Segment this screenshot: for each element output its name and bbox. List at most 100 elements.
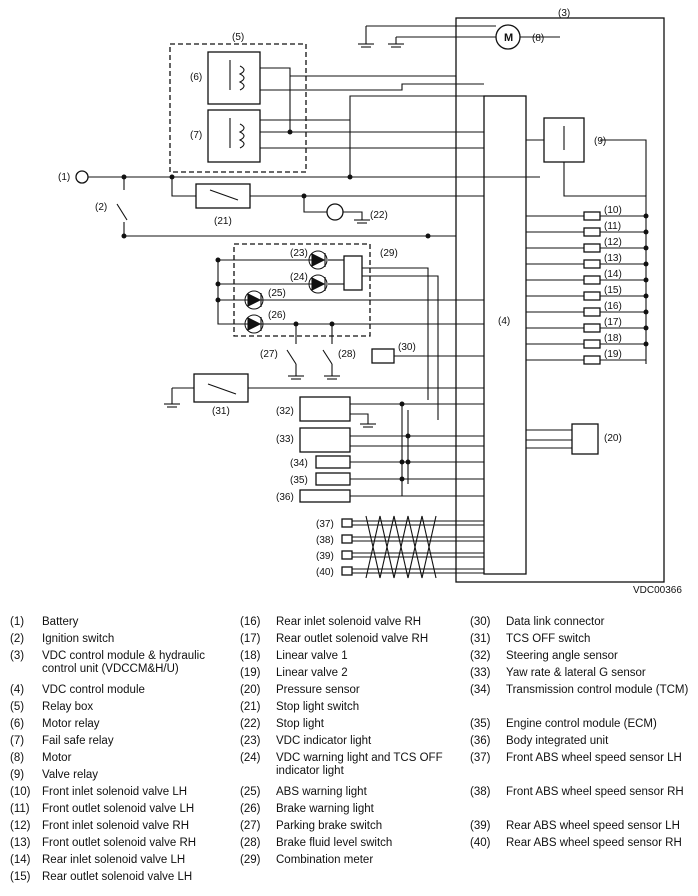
legend-label: Combination meter [276, 854, 374, 866]
vdccm-hu-frame [455, 17, 665, 583]
ecm-box [315, 472, 351, 486]
legend-number: (40) [470, 837, 491, 849]
legend-number: (34) [470, 684, 491, 696]
legend-label: Fail safe relay [42, 735, 114, 747]
legend-label: VDC control module & hydraulic control u… [42, 650, 205, 675]
legend-label: Engine control module (ECM) [506, 718, 657, 730]
legend-label: Front ABS wheel speed sensor LH [506, 752, 682, 764]
legend-number: (15) [10, 871, 31, 883]
legend-number: (26) [240, 803, 261, 815]
diagram-label: (18) [604, 333, 622, 344]
legend-label: Front ABS wheel speed sensor RH [506, 786, 684, 798]
diagram-label: (12) [604, 237, 622, 248]
diagram-label: (17) [604, 317, 622, 328]
body-integrated-unit-box [299, 489, 351, 503]
legend-label: VDC control module [42, 684, 145, 696]
battery-symbol [75, 170, 89, 184]
legend-number: (8) [10, 752, 25, 764]
legend-label: Motor [42, 752, 72, 764]
diagram-label: (23) [290, 248, 308, 259]
legend-label: Front outlet solenoid valve RH [42, 837, 197, 849]
legend-number: (4) [10, 684, 25, 696]
legend-number: (7) [10, 735, 25, 747]
diagram-label: (9) [594, 136, 606, 147]
legend-number: (38) [470, 786, 491, 798]
legend-number: (24) [240, 752, 261, 764]
legend-number: (25) [240, 786, 261, 798]
diagram-label: (35) [290, 475, 308, 486]
legend-label: Relay box [42, 701, 94, 713]
fail-safe-relay-box [207, 109, 261, 163]
legend-number: (21) [240, 701, 261, 713]
diagram-label: (31) [212, 406, 230, 417]
diagram-label: (1) [58, 172, 70, 183]
diagram-label: (15) [604, 285, 622, 296]
pressure-sensor-box [571, 423, 599, 455]
legend-number: (16) [240, 616, 261, 628]
motor-relay-box [207, 51, 261, 105]
legend-label: Front outlet solenoid valve LH [42, 803, 195, 815]
diagram-label: (7) [190, 130, 202, 141]
diagram-label: (21) [214, 216, 232, 227]
legend-label: Front inlet solenoid valve LH [42, 786, 188, 798]
diagram-label: (22) [370, 210, 388, 221]
legend-number: (31) [470, 633, 491, 645]
diagram-label: (32) [276, 406, 294, 417]
svg-text:M: M [504, 32, 513, 44]
diagram-label: (14) [604, 269, 622, 280]
diagram-label: (25) [268, 288, 286, 299]
legend-label: Stop light [276, 718, 324, 730]
diagram-label: (8) [532, 33, 544, 44]
stop-light-symbol [326, 203, 344, 221]
diagram-label: (20) [604, 433, 622, 444]
legend-label: VDC indicator light [276, 735, 372, 747]
legend-number: (10) [10, 786, 31, 798]
legend-number: (14) [10, 854, 31, 866]
legend-label: Stop light switch [276, 701, 360, 713]
diagram-label: (16) [604, 301, 622, 312]
legend-label: Rear ABS wheel speed sensor RH [506, 837, 682, 849]
diagram-label: (36) [276, 492, 294, 503]
diagram-label: (33) [276, 434, 294, 445]
tcm-box [315, 455, 351, 469]
combination-meter-outline [233, 243, 371, 337]
legend-label: Steering angle sensor [506, 650, 618, 662]
diagram-label: (28) [338, 349, 356, 360]
diagram-label: (2) [95, 202, 107, 213]
legend-label: Pressure sensor [276, 684, 360, 696]
legend-label: Yaw rate & lateral G sensor [506, 667, 646, 679]
legend-number: (5) [10, 701, 25, 713]
diagram-label: (11) [604, 221, 621, 232]
legend-number: (39) [470, 820, 491, 832]
diagram-label: (38) [316, 535, 334, 546]
legend-label: Rear outlet solenoid valve RH [276, 633, 429, 645]
legend-label: Front inlet solenoid valve RH [42, 820, 190, 832]
diagram-label: (27) [260, 349, 278, 360]
diagram-label: (39) [316, 551, 334, 562]
legend-label: Data link connector [506, 616, 605, 628]
legend-number: (20) [240, 684, 261, 696]
legend-number: (29) [240, 854, 261, 866]
diagram-label: (5) [232, 32, 244, 43]
diagram-label: (24) [290, 272, 308, 283]
legend-number: (23) [240, 735, 261, 747]
legend-number: (33) [470, 667, 491, 679]
diagram-label: (40) [316, 567, 334, 578]
legend-number: (17) [240, 633, 261, 645]
legend-number: (9) [10, 769, 25, 781]
diagram-labels: (1) (2) (3) (4) (5) (6) (7) (8) (9) (10)… [58, 8, 622, 578]
diagram-label: (34) [290, 458, 308, 469]
legend-label: VDC warning light and TCS OFF indicator … [276, 752, 443, 777]
legend-number: (30) [470, 616, 491, 628]
legend-number: (2) [10, 633, 25, 645]
legend-label: Rear ABS wheel speed sensor LH [506, 820, 680, 832]
diagram-label: (6) [190, 72, 202, 83]
reference-code: VDC00366 [633, 585, 682, 596]
legend-label: Rear outlet solenoid valve LH [42, 871, 193, 883]
legend-number: (35) [470, 718, 491, 730]
diagram-label: (4) [498, 316, 510, 327]
vdc-control-module-box [483, 95, 527, 575]
legend-number: (1) [10, 616, 25, 628]
legend-label: Linear valve 1 [276, 650, 348, 662]
diagram-label: (3) [558, 8, 570, 19]
